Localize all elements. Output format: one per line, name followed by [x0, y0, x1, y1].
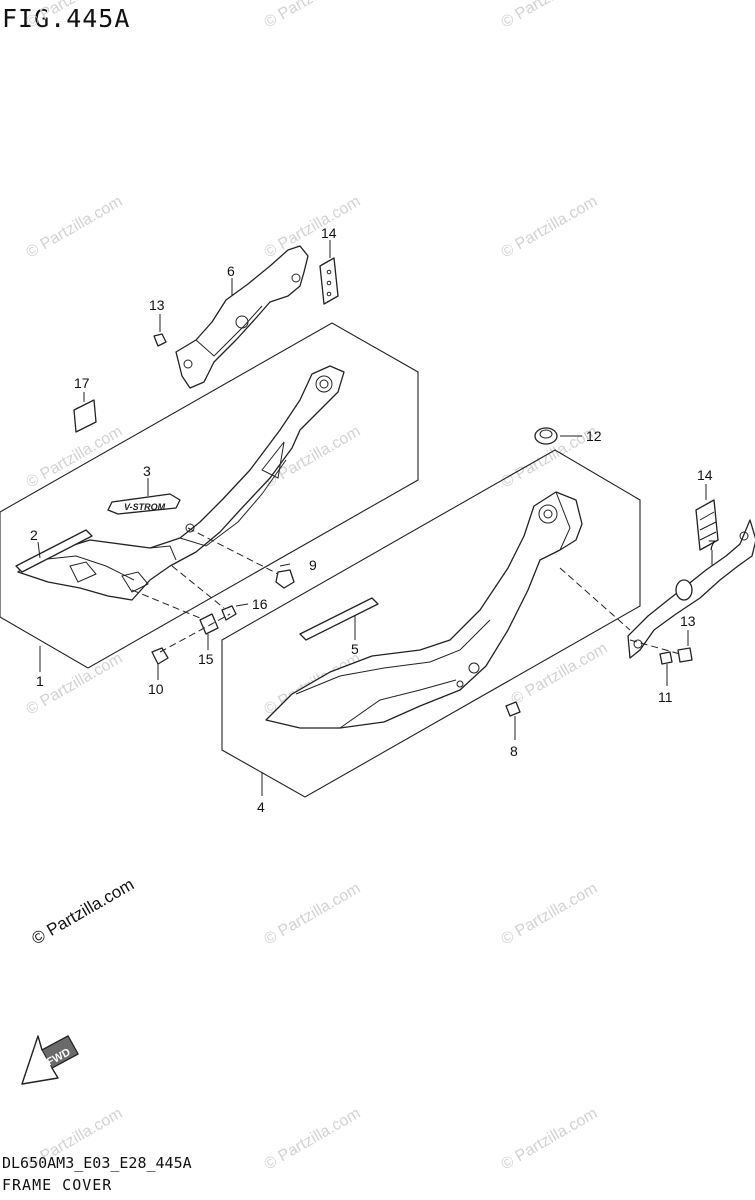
callout-16: 16 — [252, 596, 268, 612]
screw-16 — [221, 605, 237, 621]
watermark: © Partzilla.com — [499, 880, 601, 949]
bolt-10 — [151, 647, 169, 665]
callout-4: 4 — [257, 799, 265, 815]
watermark: © Partzilla.com — [24, 0, 126, 31]
alignment-lines — [131, 527, 681, 655]
callout-7: 7 — [708, 537, 716, 553]
callout-14a: 14 — [321, 225, 337, 241]
strip-2 — [15, 529, 93, 573]
watermark: © Partzilla.com — [509, 640, 611, 709]
callout-1: 1 — [36, 673, 44, 689]
figure-code: DL650AM3_E03_E28_445A — [2, 1154, 192, 1172]
figure-name: FRAME COVER — [2, 1176, 113, 1194]
watermark: © Partzilla.com — [262, 1105, 364, 1174]
screw-8 — [505, 701, 521, 717]
callout-2: 2 — [30, 527, 38, 543]
callout-13b: 13 — [680, 613, 696, 629]
callout-8: 8 — [510, 743, 518, 759]
watermark: © Partzilla.com — [24, 193, 126, 262]
fwd-arrow-icon: FWD — [21, 1035, 79, 1085]
bracket-7 — [627, 519, 755, 659]
clip-14-right — [695, 499, 719, 551]
screw-11 — [659, 651, 673, 665]
watermark: © Partzilla.com — [262, 193, 364, 262]
callout-13a: 13 — [149, 297, 165, 313]
strip-5 — [299, 597, 379, 641]
watermark: © Partzilla.com — [262, 0, 364, 31]
callout-12: 12 — [586, 428, 602, 444]
watermark: © Partzilla.com — [24, 423, 126, 492]
svg-text:V-STROM: V-STROM — [124, 502, 166, 512]
bolt-13-right — [677, 647, 693, 663]
leader-lines — [37, 240, 713, 796]
callout-17: 17 — [74, 375, 90, 391]
bracket-6 — [175, 245, 309, 389]
callouts: 1 2 3 4 5 6 7 8 9 10 11 12 13 13 14 14 1… — [30, 225, 716, 815]
callout-5: 5 — [351, 641, 359, 657]
grommet-12 — [534, 427, 558, 445]
nut-9 — [275, 569, 295, 589]
cushion-15 — [199, 613, 219, 635]
watermark: © Partzilla.com — [499, 1105, 601, 1174]
label-17 — [73, 399, 97, 433]
assembly-box-4 — [221, 449, 641, 798]
figure-title: FIG.445A — [2, 4, 131, 33]
callout-11: 11 — [658, 689, 673, 705]
callout-15: 15 — [198, 651, 214, 667]
callout-14b: 14 — [697, 467, 713, 483]
watermark: © Partzilla.com — [499, 0, 601, 31]
frame-cover-left — [17, 365, 345, 601]
watermark-dark: © Partzilla.com — [29, 875, 138, 949]
callout-3: 3 — [143, 463, 151, 479]
emblem-3: V-STROM — [107, 493, 181, 515]
watermark: © Partzilla.com — [262, 880, 364, 949]
bolt-13-upper — [153, 333, 167, 347]
assembly-box-1 — [0, 322, 419, 669]
callout-10: 10 — [148, 681, 164, 697]
frame-cover-right — [265, 491, 583, 729]
callout-9: 9 — [309, 557, 317, 573]
clip-14-upper — [319, 257, 339, 305]
watermark: © Partzilla.com — [499, 193, 601, 262]
callout-6: 6 — [227, 263, 235, 279]
